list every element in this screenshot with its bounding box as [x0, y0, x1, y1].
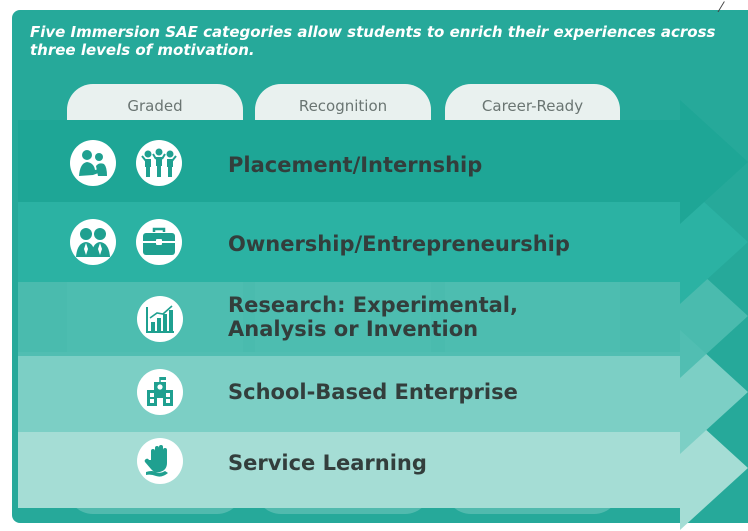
column-header-recognition [255, 84, 431, 122]
arrow-service-learning [18, 406, 748, 530]
arrow-ownership [18, 180, 748, 304]
column-label-recognition: Recognition [298, 97, 388, 115]
corner-mark: ⁄ [720, 0, 723, 16]
school-building-icon [137, 369, 183, 415]
category-ownership-entrepreneurship: Ownership/Entrepreneurship [228, 232, 570, 256]
column-label-career-ready: Career-Ready [481, 97, 584, 115]
handshake-people-icon [70, 140, 116, 186]
business-partners-icon [70, 219, 116, 265]
helping-hand-icon [137, 438, 183, 484]
arrow-placement [18, 100, 748, 224]
arrow-research [18, 254, 748, 378]
category-placement-internship: Placement/Internship [228, 153, 483, 177]
bar-chart-icon [137, 296, 183, 342]
category-service-learning: Service Learning [228, 451, 427, 475]
column-label-graded: Graded [127, 97, 183, 115]
category-research: Research: Experimental, Analysis or Inve… [228, 293, 518, 341]
column-header-career-ready [445, 84, 620, 122]
intro-text: Five Immersion SAE categories allow stud… [30, 23, 716, 59]
column-header-graded [67, 84, 243, 122]
arrow-school-based-enterprise [18, 330, 748, 454]
briefcase-icon [136, 219, 182, 265]
group-people-icon [136, 140, 182, 186]
category-school-based-enterprise: School-Based Enterprise [228, 380, 518, 404]
